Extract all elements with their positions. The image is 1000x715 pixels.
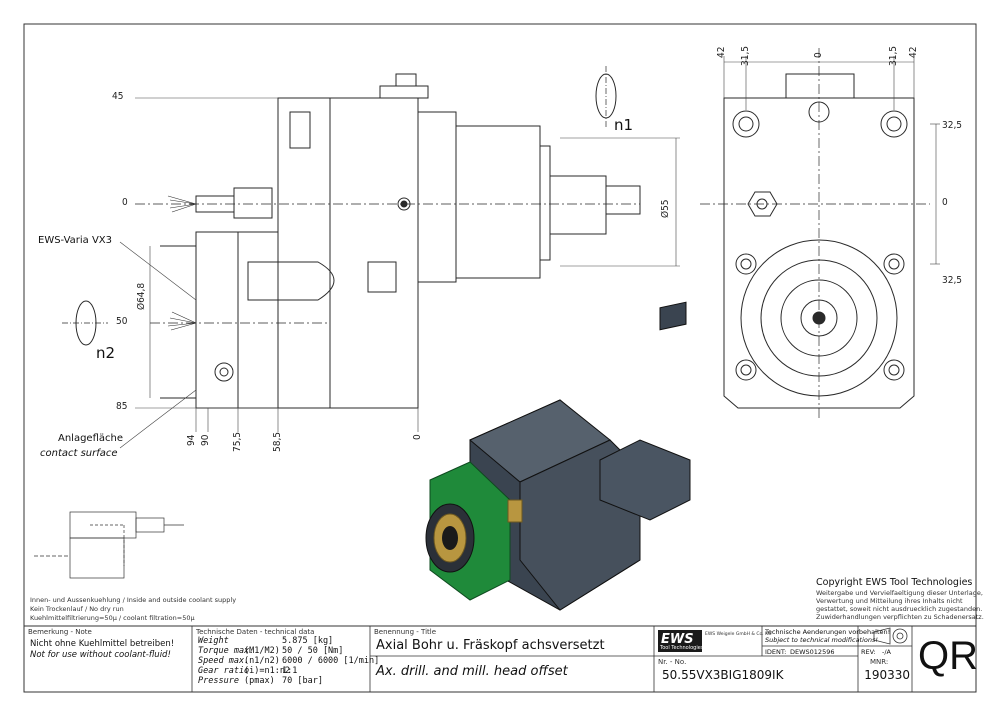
lower-flange [195, 231, 279, 409]
front-top-boss [785, 73, 855, 99]
front-view-dimensions [723, 56, 940, 265]
dim-top-42-left: 42 [716, 46, 727, 58]
tech-row-3-name: Gear ratio [198, 666, 250, 676]
right-collar [455, 125, 541, 279]
lower-cone [247, 261, 335, 301]
isometric-render [425, 301, 691, 611]
tech-data-label: Technische Daten - technical data [196, 628, 315, 636]
tech-row-0-name: Weight [198, 636, 229, 646]
contact-surface-en: contact surface [40, 448, 118, 459]
side-view-dimensions [119, 97, 680, 449]
housing-pocket [289, 111, 311, 149]
ident-label: IDENT: [765, 648, 787, 656]
note-en: Not for use without coolant-fluid! [30, 650, 171, 660]
dim-top-42-right: 42 [908, 46, 919, 58]
dim-90: 90 [200, 434, 211, 446]
coolant-note-2: Kein Trockenlauf / No dry run [30, 605, 124, 613]
copyright-line-3: gestattet, soweit nicht ausdruecklich zu… [816, 605, 983, 613]
copyright-line-4: Zuwiderhandlungen verpflichten zu Schade… [816, 613, 984, 621]
part-no-value: 50.55VX3BIG1809IK [662, 668, 784, 682]
mnr-label: MNR: [870, 658, 889, 666]
n1-label: n1 [614, 116, 634, 134]
right-flange [417, 111, 457, 283]
ews-logo-box [658, 630, 702, 652]
ews-varia-label: EWS-Varia VX3 [38, 235, 113, 246]
part-no-label: Nr. - No. [658, 658, 687, 666]
dim-right-0: 0 [942, 197, 948, 208]
dim-45: 45 [112, 91, 124, 102]
note-label: Bemerkung - Note [28, 628, 92, 636]
dim-right-32-5-top: 32,5 [942, 120, 963, 131]
lower-screw [367, 261, 397, 293]
dim-0-bottom: 0 [412, 434, 423, 440]
tech-row-3-val: 1:1 [282, 666, 298, 676]
projection-symbol-icon [873, 627, 908, 645]
center-port [397, 197, 411, 211]
dim-top-0: 0 [813, 52, 824, 58]
top-boss [379, 85, 429, 99]
rev-label: REV: [861, 648, 876, 656]
title-label: Benennung - Title [374, 628, 437, 636]
note-de: Nicht ohne Kuehlmittel betreiben! [30, 639, 175, 649]
main-housing [277, 97, 419, 409]
dim-58-5: 58,5 [272, 431, 283, 452]
shank [549, 175, 607, 235]
tech-row-1-sym: (M1/M2) [244, 646, 280, 656]
ews-logo: EWS [661, 632, 694, 647]
dim-50: 50 [116, 316, 128, 327]
sheet-frame [23, 23, 977, 693]
dim-94: 94 [186, 434, 197, 446]
lower-port [214, 362, 234, 382]
dim-0-left: 0 [122, 197, 128, 208]
tech-row-4-name: Pressure [198, 676, 239, 686]
tech-row-4-sym: (pmax) [244, 676, 275, 686]
copyright-line-1: Weitergabe und Vervielfaeltigung dieser … [816, 589, 983, 597]
bolt-top-right [880, 110, 908, 138]
dim-85: 85 [116, 401, 128, 412]
rev-value: -/A [882, 648, 891, 656]
tech-row-2-val: 6000 / 6000 [1/min] [282, 656, 380, 666]
coolant-note-1: Innen- und Aussenkuehlung / Inside and o… [30, 596, 237, 604]
title-en: Ax. drill. and mill. head offset [376, 664, 568, 679]
copyright-title: Copyright EWS Tool Technologies [816, 577, 973, 588]
dim-dia-big: Ø64,8 [136, 282, 147, 310]
front-flange-inner [760, 259, 878, 377]
coolant-fitting [233, 187, 273, 219]
front-view [700, 48, 930, 420]
n2-label: n2 [96, 344, 116, 362]
coolant-note-3: Kuehlmittelfiltrierung=50µ / coolant fil… [30, 614, 195, 622]
dim-right-32-5-bottom: 32,5 [942, 275, 963, 286]
coolant-schematic [34, 511, 184, 579]
ident-value: DEWS012596 [790, 648, 835, 656]
tech-row-1-name: Torque max. [198, 646, 255, 656]
tech-row-2-sym: (n1/n2) [244, 656, 280, 666]
copyright-line-2: Verwertung und Mitteilung ihres Inhalts … [816, 597, 963, 605]
front-flange-outer [740, 239, 898, 397]
ews-logo-sub: Tool Technologies [660, 645, 704, 651]
dim-top-31-5-right: 31,5 [888, 45, 899, 66]
qr-code-label: QR [918, 634, 978, 678]
tech-row-0-val: 5.875 [kg] [282, 636, 334, 646]
contact-surface-de: Anlagefläche [58, 433, 123, 444]
company-address: EWS Weigele GmbH & Co. KG [705, 632, 772, 637]
title-de: Axial Bohr u. Fräskopf achsversetzt [376, 638, 605, 653]
shank-tip [605, 185, 641, 215]
dim-dia-small: Ø55 [660, 199, 671, 218]
bolt-top-left [732, 110, 760, 138]
changes-en: Subject to technical modifications! [765, 636, 878, 644]
dim-75-5: 75,5 [232, 431, 243, 452]
top-plug [395, 73, 417, 87]
mnr-value: 190330 [864, 668, 910, 682]
title-block-grid [191, 626, 913, 692]
changes-de: Technische Aenderungen vorbehalten! [765, 628, 891, 636]
tech-row-4-val: 70 [bar] [282, 676, 323, 686]
hex-plug [747, 191, 778, 217]
dim-top-31-5-left: 31,5 [740, 45, 751, 66]
tech-row-2-name: Speed max. [198, 656, 250, 666]
tech-row-3-sym: (i)=n1:n2 [244, 666, 291, 676]
side-view [62, 66, 641, 409]
tech-row-1-val: 50 / 50 [Nm] [282, 646, 344, 656]
